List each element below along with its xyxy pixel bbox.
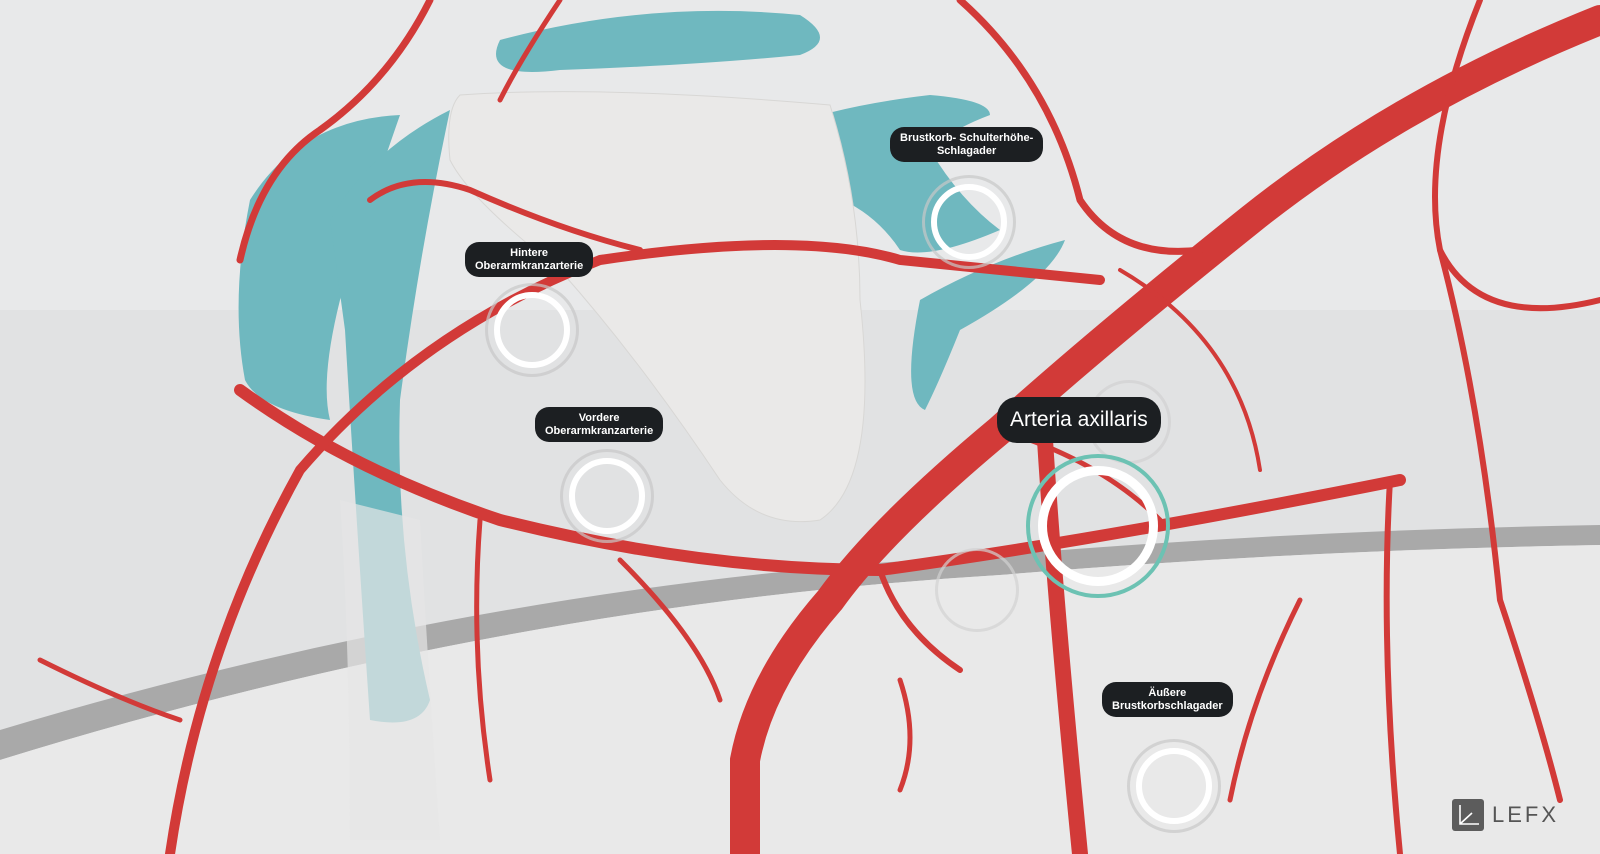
hotspot-arteria-axillaris-selected[interactable] <box>1026 454 1170 598</box>
axes-icon <box>1452 799 1484 831</box>
label-arteria-axillaris[interactable]: Arteria axillaris <box>997 397 1161 444</box>
label-vordere-oberarmkranzarterie[interactable]: Vordere Oberarmkranzarterie <box>535 407 664 443</box>
scapula-bone <box>448 91 866 523</box>
label-hintere-oberarmkranzarterie[interactable]: Hintere Oberarmkranzarterie <box>465 242 594 278</box>
hotspot-brustkorb-schulterhoehe-schlagader[interactable] <box>922 175 1016 269</box>
logo-text: LEFX <box>1492 802 1560 827</box>
hotspot-vordere-oberarmkranzarterie[interactable] <box>560 449 654 543</box>
label-brustkorb-schulterhoehe-schlagader[interactable]: Brustkorb- Schulterhöhe- Schlagader <box>890 127 1044 163</box>
translucent-bone <box>340 500 440 840</box>
hotspot-faint-2[interactable] <box>935 548 1019 632</box>
hotspot-aeussere-brustkorbschlagader[interactable] <box>1127 739 1221 833</box>
label-aeussere-brustkorbschlagader[interactable]: Äußere Brustkorbschlagader <box>1102 682 1233 718</box>
hotspot-hintere-oberarmkranzarterie[interactable] <box>485 283 579 377</box>
lefx-logo: LEFX <box>1452 799 1559 831</box>
